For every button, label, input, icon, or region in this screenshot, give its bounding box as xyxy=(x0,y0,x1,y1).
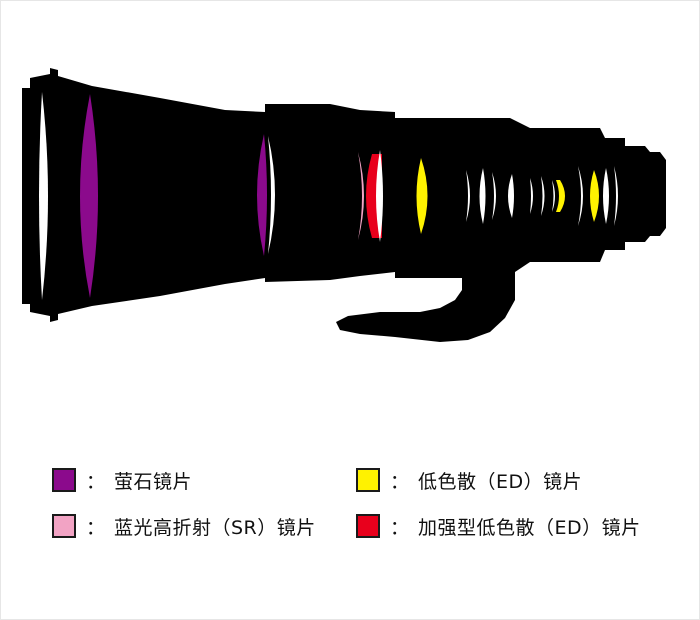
legend-label-fluorite: 萤石镜片 xyxy=(114,470,193,493)
legend-label-sr: 蓝光高折射（SR）镜片 xyxy=(114,516,316,539)
legend-colon: ： xyxy=(390,470,410,493)
legend-swatch-ed xyxy=(356,468,380,492)
legend-swatch-sr xyxy=(52,514,76,538)
ed-element-rear-1 xyxy=(556,180,565,212)
fluorite-element-rear xyxy=(257,134,267,256)
legend-colon: ： xyxy=(390,516,410,539)
legend-colon: ： xyxy=(86,516,106,539)
front-protective-glass xyxy=(39,92,48,300)
super-ed-element xyxy=(366,150,383,242)
ed-element-rear-2 xyxy=(590,170,599,222)
legend-item-sr: ： 蓝光高折射（SR）镜片 xyxy=(52,511,316,541)
lens-barrel xyxy=(22,68,666,342)
rear-lens-group xyxy=(466,166,618,226)
legend-item-ed: ： 低色散（ED）镜片 xyxy=(356,465,582,495)
sr-element xyxy=(358,152,364,240)
white-meniscus-element xyxy=(268,136,275,254)
legend-item-super-ed: ： 加强型低色散（ED）镜片 xyxy=(356,511,641,541)
legend-swatch-fluorite xyxy=(52,468,76,492)
legend-item-fluorite: ： 萤石镜片 xyxy=(52,465,192,495)
legend-swatch-super-ed xyxy=(356,514,380,538)
fluorite-element-front xyxy=(80,94,98,298)
legend-label-ed: 低色散（ED）镜片 xyxy=(418,470,583,493)
ed-element-front xyxy=(416,158,428,234)
legend-label-super-ed: 加强型低色散（ED）镜片 xyxy=(418,516,641,539)
lens-cross-section-diagram xyxy=(22,68,666,342)
legend-colon: ： xyxy=(86,470,106,493)
